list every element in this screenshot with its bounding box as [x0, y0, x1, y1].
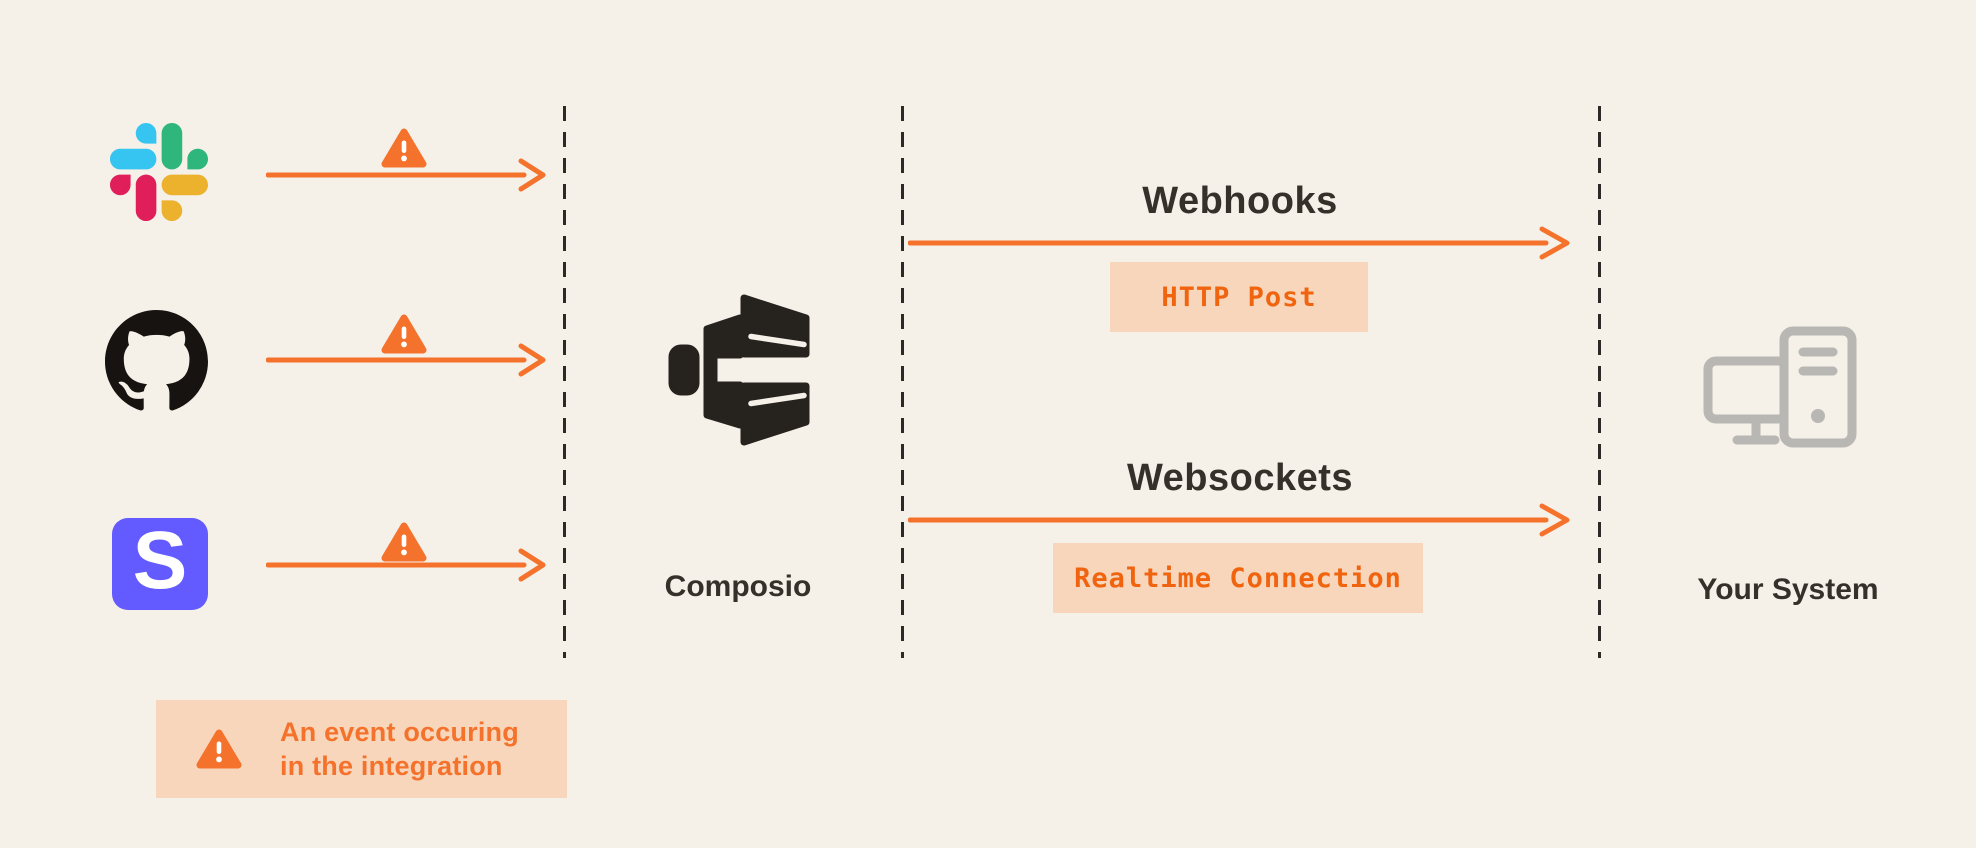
composio-logo-icon — [665, 285, 810, 455]
websockets-title: Websockets — [1126, 457, 1354, 499]
stripe-letter: S — [132, 515, 188, 606]
legend-line-2: in the integration — [280, 751, 503, 781]
realtime-connection-badge: Realtime Connection — [1053, 543, 1423, 613]
http-post-badge-label: HTTP Post — [1161, 281, 1317, 313]
separator-sources-hub — [563, 106, 566, 658]
webhooks-title: Webhooks — [1142, 180, 1338, 222]
http-post-badge: HTTP Post — [1110, 262, 1368, 332]
github-event-arrow — [266, 340, 548, 380]
slack-icon — [110, 123, 208, 221]
computer-system-icon — [1700, 324, 1860, 454]
websockets-arrow — [908, 500, 1573, 540]
warning-icon — [381, 313, 427, 355]
separator-channels-destination — [1598, 106, 1601, 658]
stripe-icon: S — [112, 518, 208, 610]
warning-icon — [381, 127, 427, 169]
stripe-event-arrow — [266, 545, 548, 585]
legend-text: An event occuring in the integration — [280, 715, 519, 783]
your-system-label: Your System — [1697, 573, 1879, 606]
legend-line-1: An event occuring — [280, 717, 519, 747]
composio-label: Composio — [664, 570, 812, 603]
slack-event-arrow — [266, 155, 548, 195]
legend: An event occuring in the integration — [156, 700, 567, 798]
realtime-connection-badge-label: Realtime Connection — [1074, 562, 1402, 594]
warning-icon — [196, 728, 242, 770]
github-icon — [105, 310, 208, 413]
separator-hub-channels — [901, 106, 904, 658]
warning-icon — [381, 521, 427, 563]
webhooks-arrow — [908, 223, 1573, 263]
